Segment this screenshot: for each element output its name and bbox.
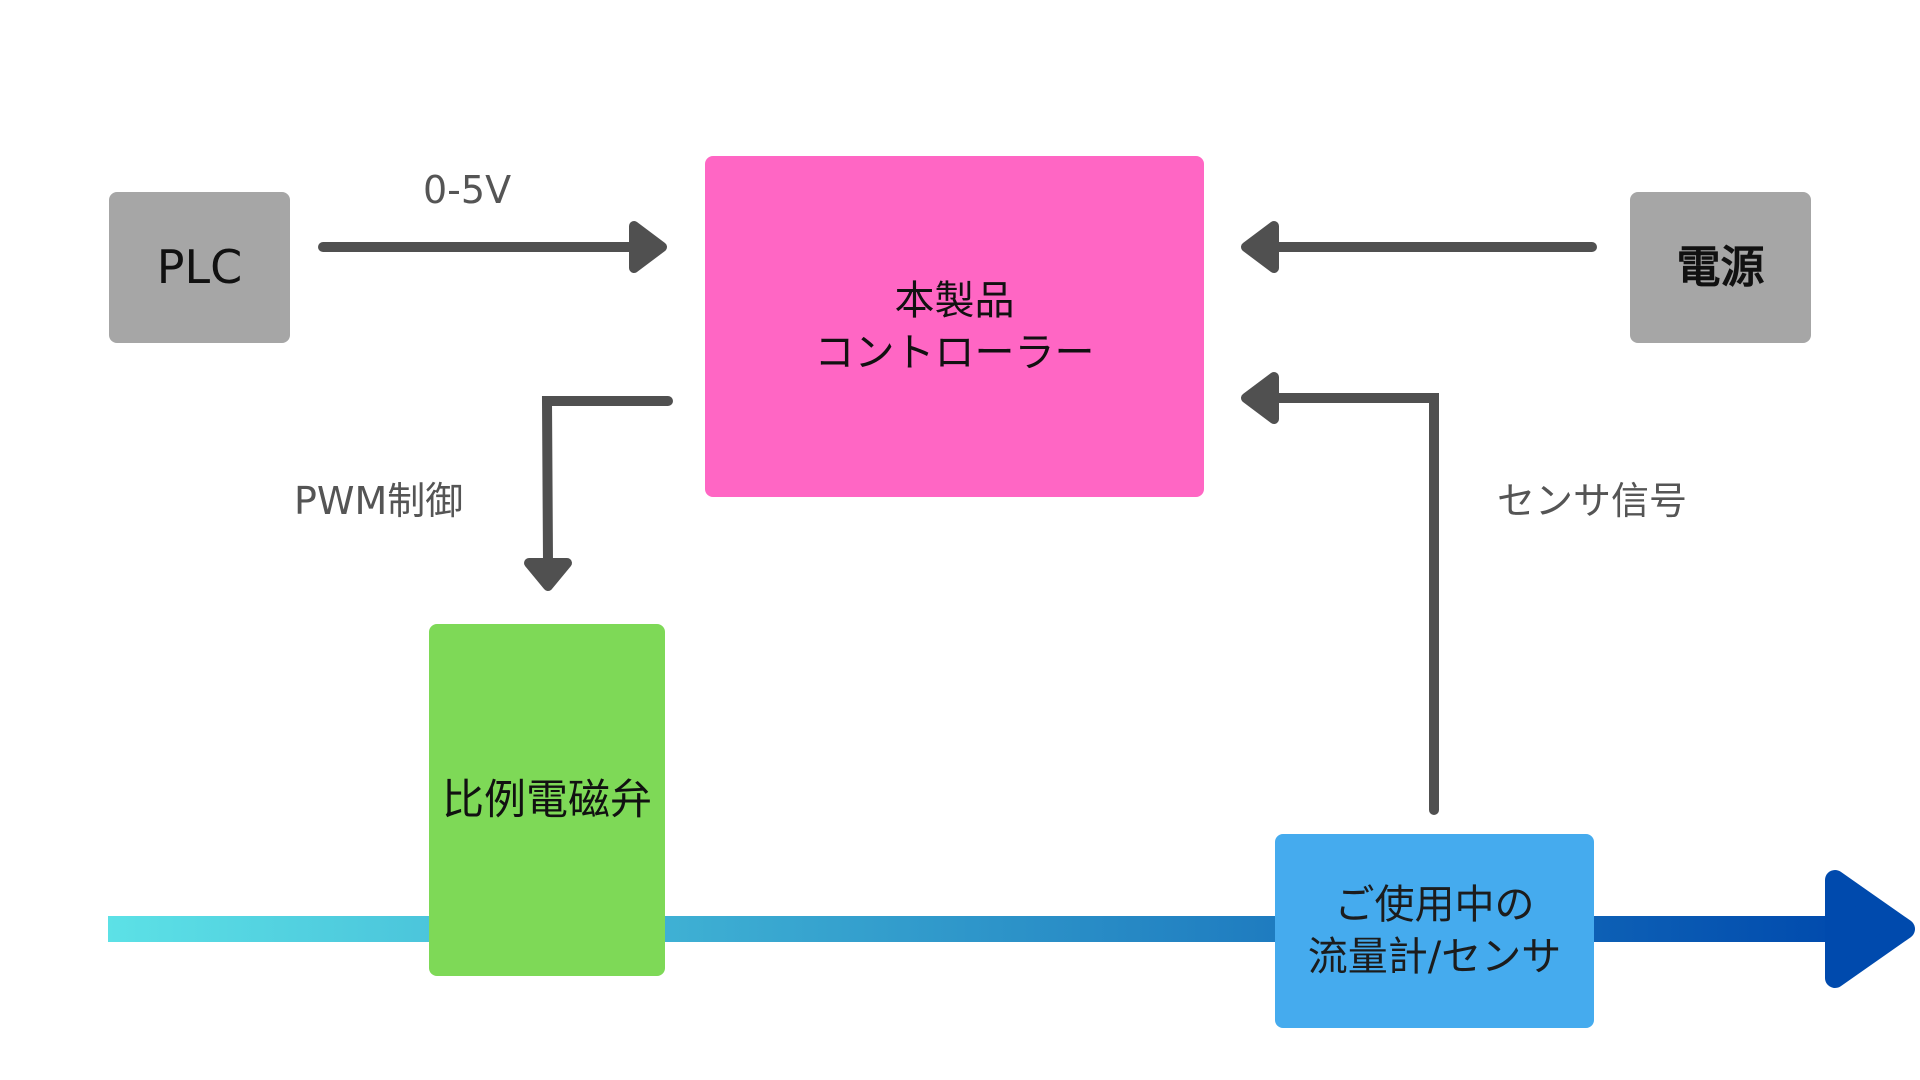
power-node: 電源 — [1630, 192, 1811, 343]
plc-node: PLC — [109, 192, 290, 343]
flow-line — [108, 870, 1915, 988]
controller-label: 本製品 コントローラー — [814, 277, 1095, 376]
sensor-label: ご使用中の 流量計/センサ — [1307, 882, 1562, 980]
edge-label-pwm: PWM制御 — [294, 479, 464, 523]
plc-label: PLC — [156, 239, 243, 294]
sensor-node: ご使用中の 流量計/センサ — [1275, 834, 1594, 1028]
edge-label-voltage: 0-5V — [423, 168, 512, 212]
valve-label: 比例電磁弁 — [441, 774, 652, 824]
valve-node: 比例電磁弁 — [429, 624, 665, 976]
arrow-power-to-controller — [1241, 221, 1597, 273]
arrow-controller-to-valve — [524, 396, 673, 591]
edge-label-sensor-signal: センサ信号 — [1497, 479, 1688, 523]
controller-node: 本製品 コントローラー — [705, 156, 1204, 497]
arrow-plc-to-controller — [318, 221, 667, 273]
arrow-sensor-to-controller — [1241, 372, 1439, 815]
power-label: 電源 — [1676, 241, 1765, 293]
